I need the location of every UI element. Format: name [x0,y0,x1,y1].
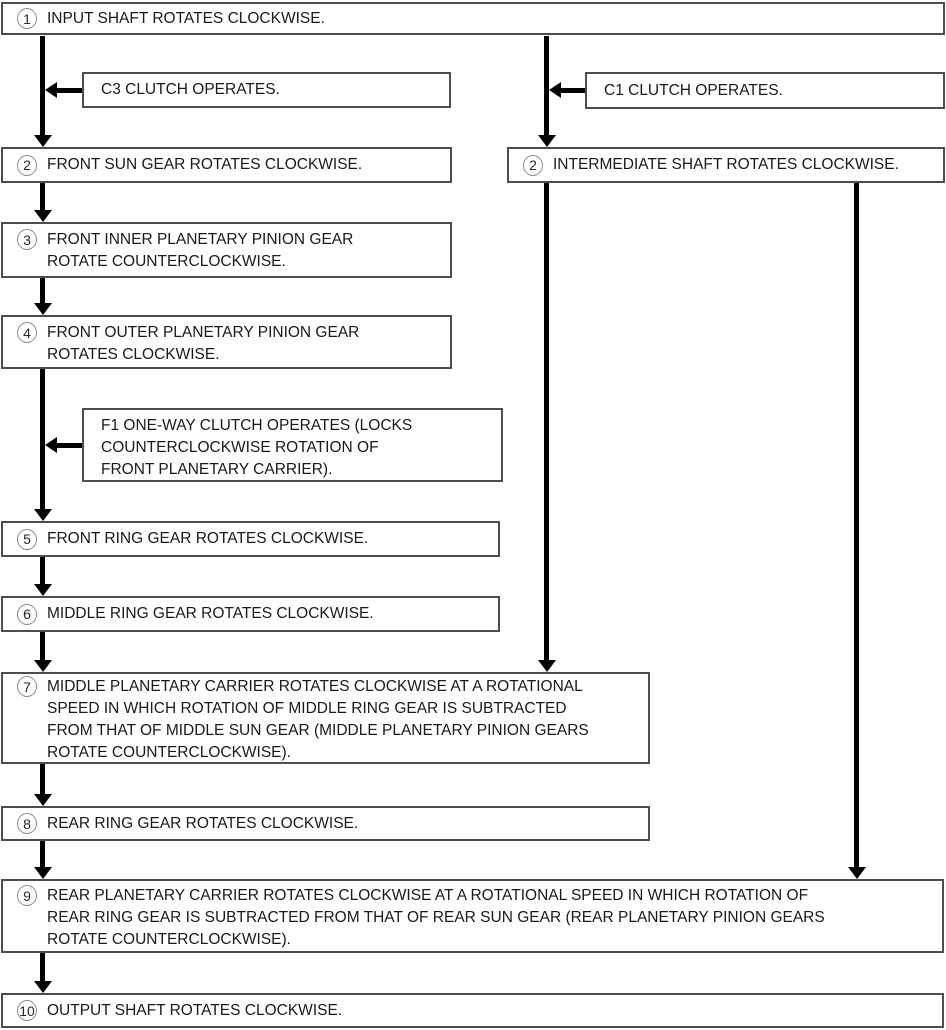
step-number-3: 3 [17,229,37,250]
step-text-6: MIDDLE RING GEAR ROTATES CLOCKWISE. [47,605,374,622]
arrowhead-1-to-2right-icon [538,135,556,147]
step-number-2-left: 2 [17,154,37,176]
step-text-7: MIDDLE PLANETARY CARRIER ROTATES CLOCKWI… [47,678,589,761]
step-box-10: 10 OUTPUT SHAFT ROTATES CLOCKWISE. [1,993,944,1028]
arrow-line-f1-note [57,443,82,448]
arrowhead-1-to-2left-icon [34,135,52,147]
arrowhead-3-to-4-icon [34,303,52,315]
arrow-line-2right-to-9 [854,183,859,867]
step-box-1: 1 INPUT SHAFT ROTATES CLOCKWISE. [1,2,945,35]
arrow-line-5-to-6 [40,557,45,584]
step-text-10: OUTPUT SHAFT ROTATES CLOCKWISE. [47,1001,343,1019]
arrow-line-7-to-8 [40,764,45,794]
arrowhead-f1-note-icon [45,437,57,453]
step-box-8: 8 REAR RING GEAR ROTATES CLOCKWISE. [1,806,650,841]
step-text-2-left: FRONT SUN GEAR ROTATES CLOCKWISE. [47,156,363,173]
step-box-9: 9 REAR PLANETARY CARRIER ROTATES CLOCKWI… [1,879,944,953]
arrowhead-c3-note-icon [45,82,57,98]
arrowhead-c1-note-icon [549,82,561,98]
arrow-line-c3-note [57,88,82,93]
arrow-line-8-to-9 [40,841,45,867]
step-text-5: FRONT RING GEAR ROTATES CLOCKWISE. [47,530,369,547]
arrowhead-4-to-5-icon [34,509,52,521]
step-box-7: 7 MIDDLE PLANETARY CARRIER ROTATES CLOCK… [1,672,650,764]
step-box-2-left: 2 FRONT SUN GEAR ROTATES CLOCKWISE. [1,147,452,183]
arrowhead-9-to-10-icon [34,981,52,993]
step-number-4: 4 [17,322,37,343]
step-text-8: REAR RING GEAR ROTATES CLOCKWISE. [47,814,359,832]
step-number-8: 8 [17,813,37,834]
arrow-line-c1-note [561,88,585,93]
arrow-line-1-to-2left [40,36,45,135]
arrowhead-6-to-7-icon [34,660,52,672]
arrowhead-2right-to-9-icon [848,867,866,879]
arrowhead-2left-to-3-icon [34,210,52,222]
note-box-f1-clutch: F1 ONE-WAY CLUTCH OPERATES (LOCKS COUNTE… [82,408,503,482]
step-number-7: 7 [17,676,37,697]
step-box-5: 5 FRONT RING GEAR ROTATES CLOCKWISE. [1,521,500,557]
step-number-5: 5 [17,528,37,550]
step-box-3: 3 FRONT INNER PLANETARY PINION GEAR ROTA… [1,222,452,278]
arrowhead-8-to-9-icon [34,867,52,879]
step-text-9: REAR PLANETARY CARRIER ROTATES CLOCKWISE… [47,887,825,948]
arrow-line-2right-to-7 [544,183,549,660]
step-box-4: 4 FRONT OUTER PLANETARY PINION GEAR ROTA… [1,315,452,369]
arrowhead-2right-to-7-icon [538,660,556,672]
step-text-1: INPUT SHAFT ROTATES CLOCKWISE. [47,9,325,27]
step-box-2-right: 2 INTERMEDIATE SHAFT ROTATES CLOCKWISE. [507,147,945,183]
step-number-1: 1 [17,8,37,29]
arrow-line-4-to-5 [40,369,45,509]
arrow-line-6-to-7 [40,632,45,660]
step-number-6: 6 [17,603,37,625]
step-text-4: FRONT OUTER PLANETARY PINION GEAR ROTATE… [47,324,360,363]
step-number-2-right: 2 [523,154,543,176]
note-text-c1: C1 CLUTCH OPERATES. [604,81,783,99]
arrow-line-9-to-10 [40,953,45,981]
arrow-line-2left-to-3 [40,183,45,210]
step-text-2-right: INTERMEDIATE SHAFT ROTATES CLOCKWISE. [553,156,899,173]
arrow-line-1-to-2right [544,36,549,135]
arrow-line-3-to-4 [40,278,45,303]
step-number-9: 9 [17,885,37,906]
note-text-f1: F1 ONE-WAY CLUTCH OPERATES (LOCKS COUNTE… [101,417,413,478]
arrowhead-7-to-8-icon [34,794,52,806]
step-box-6: 6 MIDDLE RING GEAR ROTATES CLOCKWISE. [1,596,500,632]
arrowhead-5-to-6-icon [34,584,52,596]
note-box-c3-clutch: C3 CLUTCH OPERATES. [82,72,451,108]
note-box-c1-clutch: C1 CLUTCH OPERATES. [585,72,945,109]
note-text-c3: C3 CLUTCH OPERATES. [101,81,280,98]
step-number-10: 10 [17,1000,37,1021]
step-text-3: FRONT INNER PLANETARY PINION GEAR ROTATE… [47,231,354,270]
